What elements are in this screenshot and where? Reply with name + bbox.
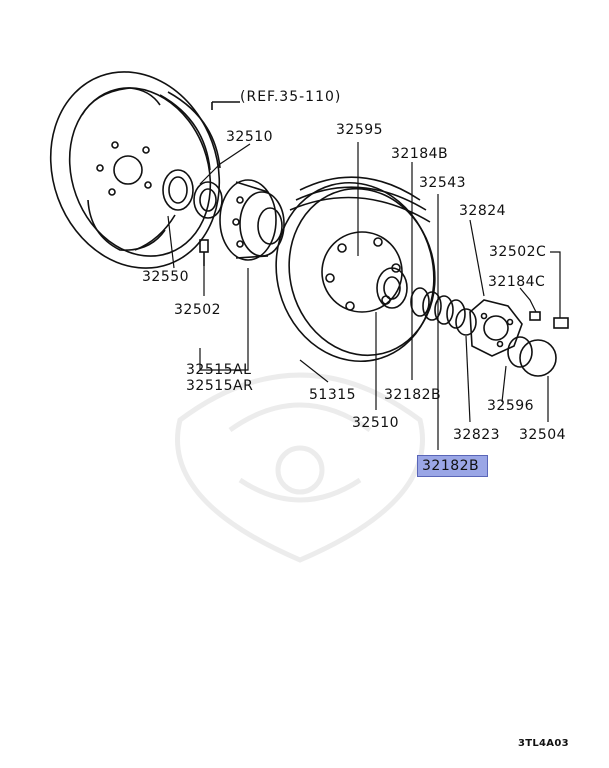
spacer-washers <box>410 287 466 329</box>
callout-51315[interactable]: 51315 <box>309 387 357 403</box>
callout-32543[interactable]: 32543 <box>419 175 467 191</box>
callout-32823[interactable]: 32823 <box>453 427 501 443</box>
ref-leader <box>211 101 240 110</box>
callout-32550[interactable]: 32550 <box>142 269 190 285</box>
inner-bearing <box>193 181 223 219</box>
backing-plate <box>49 71 221 269</box>
highlighted-part-32182B[interactable]: 32182B <box>417 455 489 477</box>
callout-32596[interactable]: 32596 <box>487 398 535 414</box>
outer-bearing <box>376 267 408 309</box>
hub-bolt <box>199 239 209 266</box>
diagram-code: 3TL4A03 <box>518 738 569 749</box>
drive-flange <box>469 299 523 357</box>
brake-shoes <box>134 91 221 251</box>
oil-seal <box>162 169 194 211</box>
callout-32595[interactable]: 32595 <box>336 122 384 138</box>
callout-32184C[interactable]: 32184C <box>488 274 546 290</box>
reference-label: (REF.35-110) <box>240 89 342 105</box>
callout-32515AR[interactable]: 32515AR <box>186 378 254 394</box>
brake-drum <box>275 176 436 363</box>
callout-32824[interactable]: 32824 <box>459 203 507 219</box>
hub-flange <box>219 179 285 261</box>
callout-32184B[interactable]: 32184B <box>391 146 449 162</box>
hub-cap <box>507 336 557 377</box>
leader-lines <box>167 142 561 450</box>
callout-32515AL[interactable]: 32515AL <box>186 362 252 378</box>
callout-32502C[interactable]: 32502C <box>489 244 547 260</box>
callout-32510-brake[interactable]: 32510 <box>226 129 274 145</box>
callout-32510-drum[interactable]: 32510 <box>352 415 400 431</box>
hub-nut <box>455 308 477 336</box>
watermark-emblem <box>175 372 425 563</box>
callout-32182B[interactable]: 32182B <box>384 387 442 403</box>
flange-bolts <box>529 311 569 329</box>
callout-32504[interactable]: 32504 <box>519 427 567 443</box>
callout-32502[interactable]: 32502 <box>174 302 222 318</box>
